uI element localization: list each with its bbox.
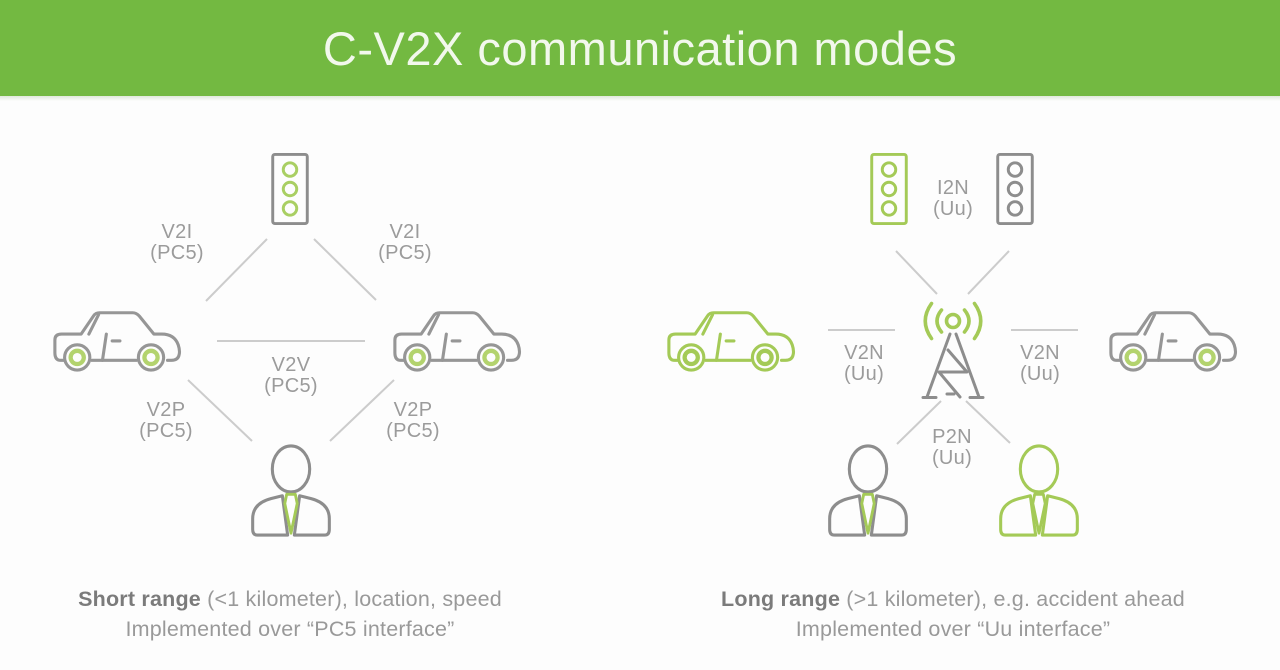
- link-label-i2n: I2N (Uu): [907, 178, 999, 220]
- car-icon: [1107, 303, 1241, 373]
- connector-line-p2n-left: [896, 400, 942, 445]
- link-label-v2n-left: V2N (Uu): [818, 343, 910, 385]
- caption-line1: Long range (>1 kilometer), e.g. accident…: [683, 584, 1223, 614]
- link-mode: V2N: [844, 342, 884, 364]
- caption-line1: Short range (<1 kilometer), location, sp…: [20, 584, 560, 614]
- caption-rest: (<1 kilometer), location, speed: [200, 587, 502, 611]
- long-range-caption: Long range (>1 kilometer), e.g. accident…: [683, 584, 1223, 644]
- link-interface: (Uu): [932, 198, 974, 220]
- title-banner: C-V2X communication modes: [0, 0, 1280, 101]
- connector-line-v2p-left: [187, 379, 253, 442]
- link-label-v2i-left: V2I (PC5): [131, 222, 223, 264]
- link-mode: V2I: [161, 221, 193, 243]
- link-interface: (PC5): [378, 242, 432, 264]
- link-mode: I2N: [936, 177, 970, 199]
- link-label-v2n-right: V2N (Uu): [994, 343, 1086, 385]
- connector-line-i2n-left: [895, 250, 938, 295]
- link-mode: P2N: [932, 426, 972, 448]
- traffic-light-icon: [271, 149, 309, 229]
- connector-line-v2i-right: [313, 238, 377, 301]
- link-mode: V2P: [146, 399, 186, 421]
- link-label-p2n: P2N (Uu): [906, 427, 998, 469]
- connector-line-v2p-right: [329, 379, 395, 442]
- link-mode: V2P: [393, 399, 433, 421]
- car-icon: [51, 303, 185, 373]
- caption-lead: Long range: [721, 587, 841, 611]
- caption-line2: Implemented over “Uu interface”: [795, 617, 1111, 641]
- caption-lead: Short range: [78, 587, 201, 611]
- link-interface: (Uu): [1019, 363, 1061, 385]
- short-range-caption: Short range (<1 kilometer), location, sp…: [20, 584, 560, 644]
- slide-title: C-V2X communication modes: [322, 21, 958, 75]
- link-interface: (PC5): [386, 420, 440, 442]
- connector-line-i2n-right: [967, 250, 1010, 295]
- traffic-light-icon: [870, 149, 908, 229]
- link-mode: V2V: [271, 354, 311, 376]
- car-icon: [665, 303, 799, 373]
- link-label-v2v: V2V (PC5): [245, 355, 337, 397]
- pedestrian-icon: [993, 443, 1085, 539]
- connector-line-v2i-left: [205, 238, 268, 302]
- link-label-v2p-left: V2P (PC5): [120, 400, 212, 442]
- link-label-v2p-right: V2P (PC5): [367, 400, 459, 442]
- car-icon: [391, 303, 525, 373]
- link-label-v2i-right: V2I (PC5): [359, 222, 451, 264]
- pedestrian-icon: [822, 443, 914, 539]
- connector-line-p2n-right: [965, 400, 1011, 444]
- link-interface: (Uu): [931, 447, 973, 469]
- link-interface: (PC5): [139, 420, 193, 442]
- traffic-light-icon: [996, 149, 1034, 229]
- link-mode: V2I: [389, 221, 421, 243]
- link-mode: V2N: [1020, 342, 1060, 364]
- pedestrian-icon: [245, 443, 337, 539]
- link-interface: (Uu): [843, 363, 885, 385]
- link-interface: (PC5): [264, 375, 318, 397]
- cell-tower-icon: [915, 298, 991, 402]
- caption-rest: (>1 kilometer), e.g. accident ahead: [840, 587, 1185, 611]
- link-interface: (PC5): [150, 242, 204, 264]
- caption-line2: Implemented over “PC5 interface”: [125, 617, 455, 641]
